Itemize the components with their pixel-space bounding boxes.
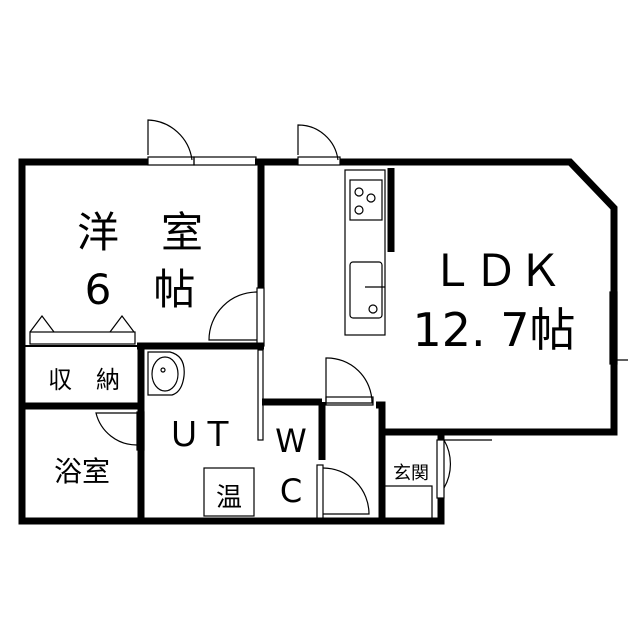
- shoe-box: [379, 485, 433, 521]
- wc-label-top: W: [275, 422, 307, 460]
- door-swing[interactable]: [443, 439, 451, 489]
- door-swing[interactable]: [208, 291, 258, 341]
- outer-wall-top-right: [340, 158, 618, 436]
- wc-label-bottom: C: [280, 472, 302, 510]
- outer-wall: [18, 158, 445, 525]
- water-heater: [203, 467, 255, 517]
- western-room-size: 6 帖: [85, 265, 196, 314]
- sink: [349, 261, 383, 319]
- door-swing[interactable]: [325, 357, 373, 404]
- wash-basin: [147, 351, 185, 396]
- fixtures: [29, 119, 628, 521]
- ldk-size: 12. 7帖: [412, 303, 575, 357]
- door-swing[interactable]: [322, 467, 370, 515]
- door-swing[interactable]: [147, 119, 193, 161]
- window: [147, 156, 195, 166]
- walls: [18, 158, 618, 525]
- room-labels: 洋 室 6 帖 収 納 浴室 ＵＴ 温 W C 玄関 ＬＤＫ 12. 7帖: [48, 208, 576, 513]
- storage-label: 収 納: [48, 366, 120, 394]
- western-room-name: 洋 室: [77, 208, 203, 257]
- utility-label: ＵＴ: [167, 415, 235, 455]
- stove: [349, 179, 383, 221]
- water-heater-label: 温: [216, 483, 242, 513]
- ldk-label: ＬＤＫ: [430, 246, 562, 297]
- entrance-label: 玄関: [393, 463, 429, 484]
- window: [193, 156, 257, 166]
- bath-label: 浴室: [54, 455, 110, 488]
- window: [297, 156, 341, 166]
- door-swing[interactable]: [297, 124, 339, 161]
- door-swing[interactable]: [95, 412, 138, 446]
- kitchen-counter: [344, 169, 386, 336]
- window: [609, 291, 618, 365]
